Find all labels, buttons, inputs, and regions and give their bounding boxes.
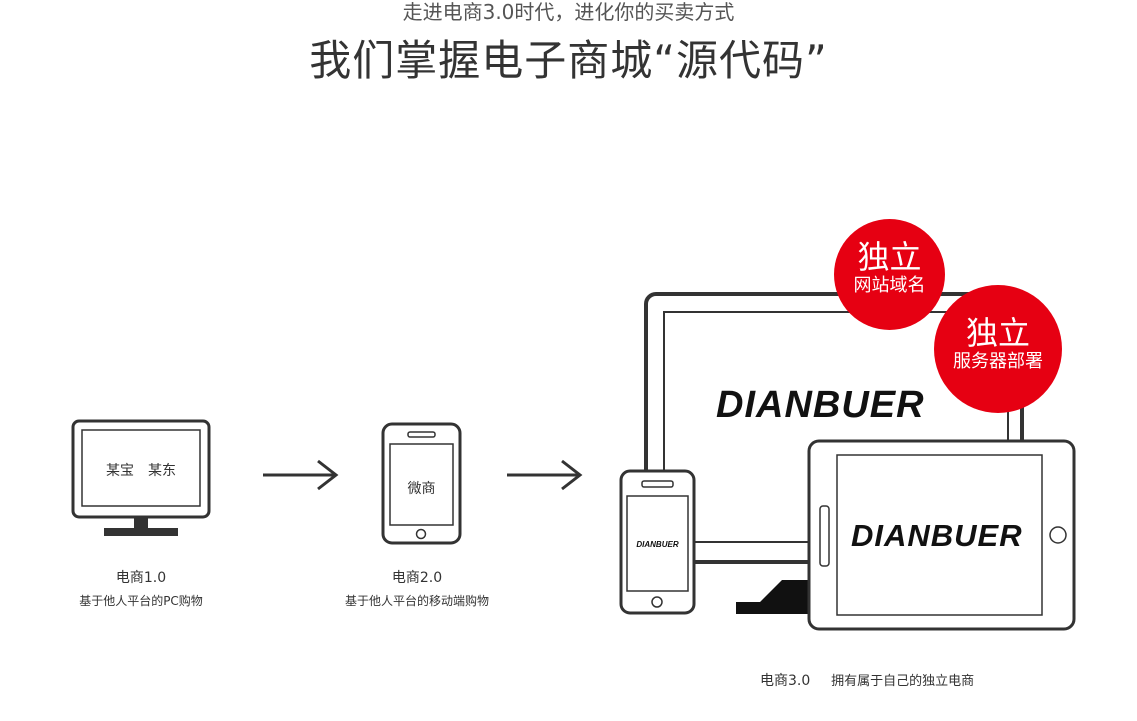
phone-brand-logo: DIANBUER bbox=[636, 540, 679, 549]
phone-screen-label: 微商 bbox=[407, 481, 436, 497]
badge-independent-domain: 独立 网站域名 bbox=[834, 219, 945, 330]
arrow-icon bbox=[263, 459, 339, 491]
stage3-description: 拥有属于自己的独立电商 bbox=[831, 674, 975, 689]
small-phone-icon bbox=[619, 469, 696, 615]
mobile-phone-icon bbox=[381, 422, 462, 545]
stage3-caption: 电商3.0 拥有属于自己的独立电商 bbox=[760, 670, 974, 690]
badge-server-title: 独立 bbox=[965, 314, 1030, 352]
stage2-caption: 电商2.0 bbox=[391, 570, 443, 586]
desktop-monitor-icon bbox=[71, 419, 211, 536]
tablet-icon bbox=[807, 439, 1076, 631]
arrow-icon bbox=[507, 459, 583, 491]
stage2-description: 基于他人平台的移动端购物 bbox=[344, 594, 489, 608]
monitor-brand-logo: DIANBUER bbox=[716, 384, 925, 426]
page-title: 我们掌握电子商城“源代码” bbox=[309, 36, 828, 85]
pc-screen-label: 某宝 某东 bbox=[106, 463, 176, 479]
badge-independent-server: 独立 服务器部署 bbox=[934, 285, 1062, 413]
badge-domain-title: 独立 bbox=[857, 238, 922, 276]
stage1-description: 基于他人平台的PC购物 bbox=[79, 594, 203, 608]
stage3-caption-title: 电商3.0 bbox=[760, 673, 811, 689]
badge-domain-subtitle: 网站域名 bbox=[853, 275, 926, 296]
tablet-brand-logo: DIANBUER bbox=[851, 518, 1023, 553]
page-subtitle: 走进电商3.0时代，进化你的买卖方式 bbox=[402, 0, 735, 24]
badge-server-subtitle: 服务器部署 bbox=[953, 351, 1043, 372]
stage1-caption: 电商1.0 bbox=[115, 570, 167, 586]
